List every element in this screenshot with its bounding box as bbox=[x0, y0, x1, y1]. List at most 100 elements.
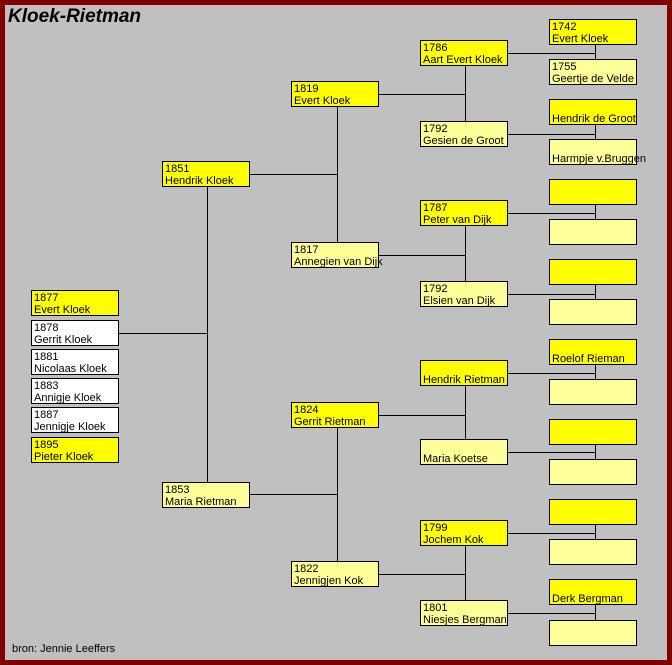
person-name: Evert Kloek bbox=[34, 304, 91, 316]
great-great-grandparent-box bbox=[549, 259, 637, 285]
birth-year: 1877 bbox=[34, 292, 59, 304]
person-name bbox=[552, 514, 635, 526]
birth-year bbox=[552, 542, 635, 554]
person-name: Jennigjen Kok bbox=[294, 575, 364, 587]
connector-line bbox=[119, 333, 207, 334]
great-great-grandparent-box bbox=[549, 620, 637, 646]
birth-year bbox=[552, 222, 635, 234]
great-grandparent-box: Hendrik Rietman bbox=[420, 360, 508, 386]
great-great-grandparent-box: Harmpje v.Bruggen bbox=[549, 139, 646, 165]
connector-line bbox=[595, 285, 596, 299]
great-great-grandparent-box: Derk Bergman bbox=[549, 579, 637, 605]
person-name bbox=[552, 474, 635, 486]
person-name: Gerrit Kloek bbox=[34, 334, 93, 346]
connector-line bbox=[379, 94, 465, 95]
birth-year: 1824 bbox=[294, 404, 319, 416]
connector-line bbox=[508, 533, 595, 534]
person-name bbox=[552, 434, 635, 446]
great-grandparent-box: Maria Koetse bbox=[420, 439, 508, 465]
source-credit: bron: Jennie Leeffers bbox=[12, 643, 116, 655]
person-name bbox=[552, 314, 635, 326]
person-name: Roelof Rieman bbox=[552, 353, 625, 365]
connector-line bbox=[595, 605, 596, 620]
person-name bbox=[552, 274, 635, 286]
connector-line bbox=[595, 205, 596, 219]
great-great-grandparent-box bbox=[549, 539, 637, 565]
great-great-grandparent-box bbox=[549, 179, 637, 205]
chart-title: Kloek-Rietman bbox=[8, 6, 142, 27]
person-name: Jochem Kok bbox=[423, 534, 484, 546]
person-name: Evert Kloek bbox=[552, 33, 609, 45]
person-name bbox=[552, 394, 635, 406]
birth-year: 1742 bbox=[552, 21, 577, 33]
birth-year: 1851 bbox=[165, 163, 190, 175]
birth-year: 1792 bbox=[423, 123, 448, 135]
birth-year: 1817 bbox=[294, 244, 319, 256]
connector-line bbox=[508, 613, 595, 614]
connector-line bbox=[337, 107, 338, 242]
person-name: Maria Koetse bbox=[423, 453, 488, 465]
person-name: Derk Bergman bbox=[552, 593, 623, 605]
birth-year: 1887 bbox=[34, 409, 59, 421]
person-name: Pieter Kloek bbox=[34, 451, 94, 463]
connector-line bbox=[595, 445, 596, 459]
person-name bbox=[552, 234, 635, 246]
person-name: Hendrik Kloek bbox=[165, 175, 234, 187]
connector-line bbox=[465, 546, 466, 600]
person-name: Annegien van Dijk bbox=[294, 256, 383, 268]
connector-line bbox=[595, 125, 596, 139]
connector-line bbox=[250, 174, 337, 175]
pedigree-chart: Kloek-Rietman bron: Jennie Leeffers 1877… bbox=[5, 5, 667, 660]
birth-year: 1799 bbox=[423, 522, 448, 534]
connector-line bbox=[465, 226, 466, 281]
person-name: Aart Evert Kloek bbox=[423, 54, 503, 66]
connector-line bbox=[465, 386, 466, 439]
connector-line bbox=[508, 373, 595, 374]
person-name: Annigje Kloek bbox=[34, 392, 102, 404]
connector-line bbox=[379, 415, 465, 416]
great-great-grandparent-box bbox=[549, 219, 637, 245]
birth-year: 1822 bbox=[294, 563, 319, 575]
connector-line bbox=[337, 428, 338, 561]
connector-line bbox=[250, 494, 337, 495]
connector-line bbox=[207, 187, 208, 482]
connector-line bbox=[595, 45, 596, 59]
birth-year: 1895 bbox=[34, 439, 59, 451]
person-name: Nicolaas Kloek bbox=[34, 363, 107, 375]
birth-year bbox=[552, 502, 635, 514]
connector-line bbox=[508, 53, 595, 54]
birth-year: 1853 bbox=[165, 484, 190, 496]
connector-line bbox=[379, 255, 465, 256]
great-great-grandparent-box: Roelof Rieman bbox=[549, 339, 637, 365]
person-name: Harmpje v.Bruggen bbox=[552, 153, 646, 165]
person-name: Elsien van Dijk bbox=[423, 295, 496, 307]
great-great-grandparent-box bbox=[549, 459, 637, 485]
person-name: Niesjes Bergman bbox=[423, 614, 507, 626]
birth-year bbox=[552, 262, 635, 274]
birth-year: 1881 bbox=[34, 351, 59, 363]
person-name bbox=[552, 635, 635, 647]
connector-line bbox=[465, 66, 466, 121]
person-name: Hendrik Rietman bbox=[423, 374, 505, 386]
person-name bbox=[552, 554, 635, 566]
birth-year: 1787 bbox=[423, 202, 448, 214]
person-name: Evert Kloek bbox=[294, 95, 351, 107]
great-great-grandparent-box bbox=[549, 499, 637, 525]
birth-year bbox=[552, 182, 635, 194]
connector-line bbox=[508, 213, 595, 214]
birth-year: 1786 bbox=[423, 42, 448, 54]
